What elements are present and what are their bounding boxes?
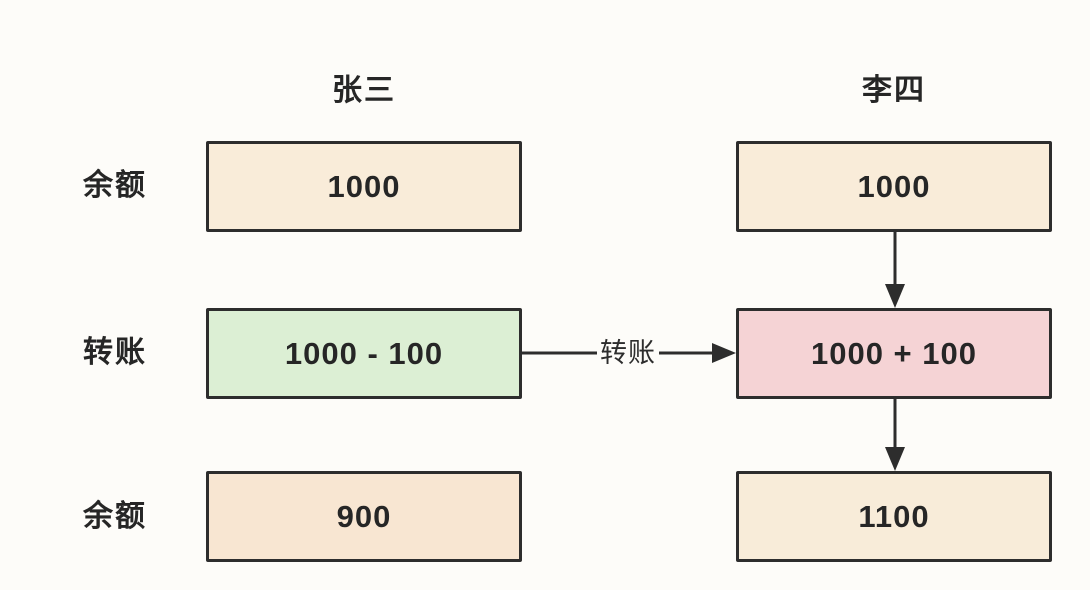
- box-value: 1000 - 100: [284, 335, 444, 371]
- box-lisi-transfer: 1000 + 100: [736, 308, 1052, 399]
- row-label-transfer: 转账: [83, 336, 147, 369]
- column-header-zhangsan: 张三: [332, 74, 396, 107]
- box-zhangsan-balance-after: 900: [206, 471, 522, 562]
- box-value: 900: [336, 498, 392, 534]
- lisi-arrow-bottom: [885, 397, 905, 471]
- row-label-balance-before: 余额: [83, 169, 147, 202]
- box-value: 1000: [327, 168, 401, 204]
- box-lisi-balance-before: 1000: [736, 141, 1052, 232]
- column-header-lisi: 李四: [862, 74, 926, 107]
- box-value: 1000: [857, 168, 931, 204]
- down-arrowhead-icon: [885, 447, 905, 471]
- transfer-arrowhead-icon: [712, 343, 736, 363]
- box-zhangsan-transfer: 1000 - 100: [206, 308, 522, 399]
- box-lisi-balance-after: 1100: [736, 471, 1052, 562]
- box-value: 1000 + 100: [810, 335, 977, 371]
- transfer-arrow-label: 转账: [597, 336, 659, 370]
- lisi-arrow-top: [885, 231, 905, 308]
- down-arrowhead-icon: [885, 284, 905, 308]
- box-zhangsan-balance-before: 1000: [206, 141, 522, 232]
- row-label-balance-after: 余额: [83, 500, 147, 533]
- box-value: 1100: [858, 498, 930, 534]
